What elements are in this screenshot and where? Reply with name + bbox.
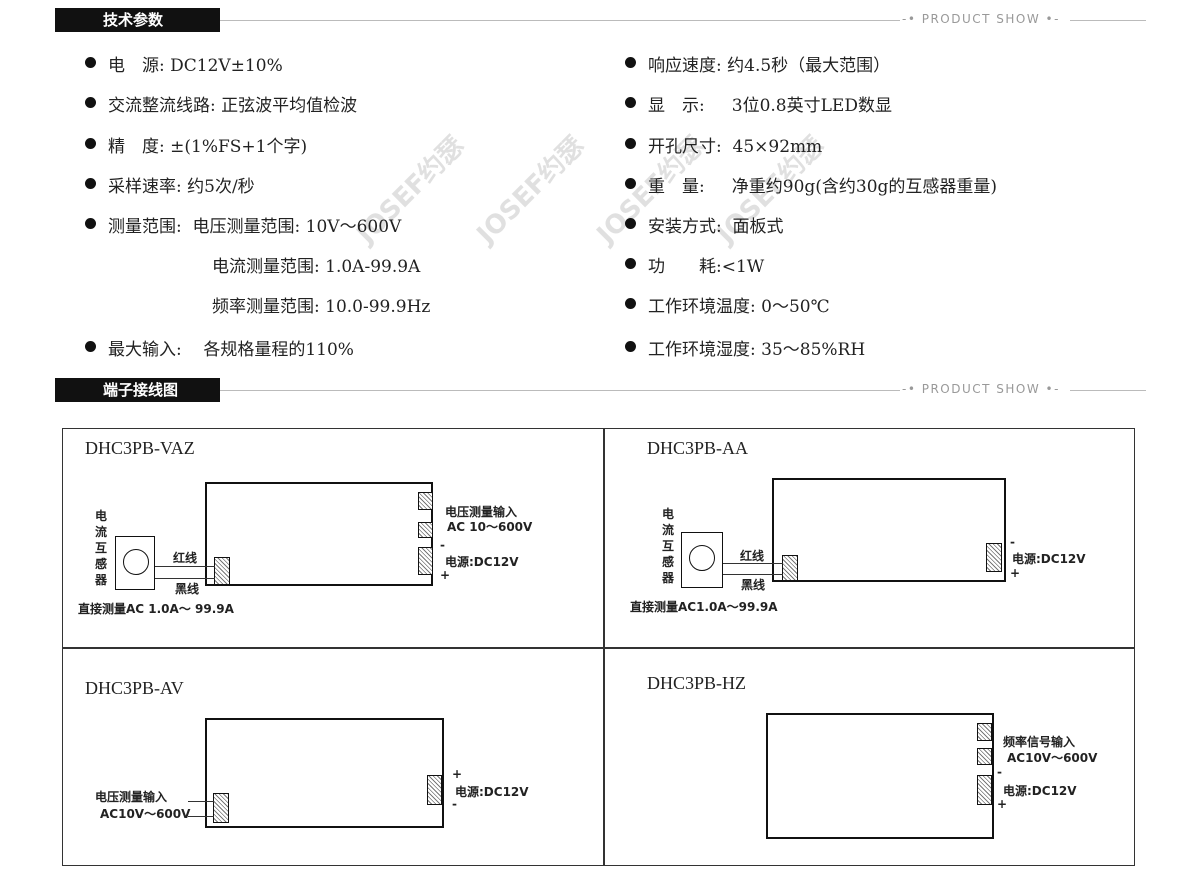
terminal-icon <box>418 522 433 538</box>
power-label: 电源:DC12V <box>455 785 529 799</box>
bullet-icon <box>625 57 636 68</box>
voltage-range-label: AC10V～600V <box>1007 751 1098 765</box>
divider <box>1070 390 1146 391</box>
bullet-icon <box>625 138 636 149</box>
divider <box>220 390 900 391</box>
spec-range-current: 电流测量范围: 1.0A-99.9A <box>212 257 421 277</box>
section-header-tech: 技术参数 <box>55 8 220 32</box>
wire <box>723 574 783 575</box>
bullet-icon <box>625 97 636 108</box>
bullet-icon <box>85 341 96 352</box>
terminal-icon <box>977 775 992 805</box>
bullet-icon <box>625 178 636 189</box>
diagram-title: DHC3PB-AA <box>647 438 749 458</box>
bullet-icon <box>85 178 96 189</box>
meter-body <box>766 713 994 839</box>
diagram-title: DHC3PB-HZ <box>647 673 747 693</box>
voltage-input-label: 电压测量输入 <box>95 790 168 804</box>
spec-max-input: 最大输入: 各规格量程的110% <box>108 340 354 360</box>
spec-rectifier: 交流整流线路: 正弦波平均值检波 <box>108 96 358 116</box>
bullet-icon <box>625 341 636 352</box>
wire <box>188 801 214 802</box>
meter-body <box>205 482 433 586</box>
terminal-icon <box>986 543 1002 572</box>
bullet-icon <box>85 97 96 108</box>
spec-cutout: 开孔尺寸: 45×92mm <box>648 137 823 157</box>
spec-sample-rate: 采样速率: 约5次/秒 <box>108 177 255 197</box>
ct-label: 电流互感器 <box>662 507 675 585</box>
current-transformer-icon <box>681 532 723 588</box>
watermark: JOSEF约瑟 <box>471 130 591 250</box>
diagram-title: DHC3PB-VAZ <box>85 438 195 458</box>
voltage-input-label: 电压测量输入 <box>445 505 518 519</box>
ct-label: 电流互感器 <box>95 509 108 587</box>
divider <box>220 20 900 21</box>
plus-label: + <box>452 767 463 781</box>
spec-power: 电 源: DC12V±10% <box>108 56 283 76</box>
spec-mounting: 安装方式: 面板式 <box>648 217 784 237</box>
power-label: 电源:DC12V <box>1012 552 1086 566</box>
minus-label: - <box>997 765 1002 779</box>
minus-label: - <box>452 797 457 811</box>
spec-weight: 重 量: 净重约90g(含约30g的互感器重量) <box>648 177 998 197</box>
terminal-icon <box>977 723 992 741</box>
spec-display: 显 示: 3位0.8英寸LED数显 <box>648 96 892 116</box>
divider <box>1070 20 1146 21</box>
current-transformer-icon <box>115 536 155 590</box>
product-show-label: -• PRODUCT SHOW •- <box>902 12 1060 26</box>
direct-measure-label: 直接测量AC1.0A～99.9A <box>630 600 778 614</box>
terminal-icon <box>782 555 798 581</box>
wire <box>155 578 215 579</box>
bullet-icon <box>625 218 636 229</box>
direct-measure-label: 直接测量AC 1.0A～ 99.9A <box>78 602 234 616</box>
power-label: 电源:DC12V <box>445 555 519 569</box>
terminal-icon <box>214 557 230 585</box>
minus-label: - <box>440 538 445 552</box>
terminal-icon <box>213 793 229 823</box>
bullet-icon <box>85 57 96 68</box>
spec-temperature: 工作环境温度: 0～50℃ <box>648 297 830 317</box>
terminal-icon <box>977 748 992 765</box>
red-wire-label: 红线 <box>740 549 765 563</box>
terminal-icon <box>418 492 433 510</box>
section-header-wiring: 端子接线图 <box>55 378 220 402</box>
plus-label: + <box>997 797 1008 811</box>
bullet-icon <box>625 258 636 269</box>
grid-divider <box>62 647 1135 649</box>
spec-response: 响应速度: 约4.5秒（最大范围） <box>648 56 891 76</box>
diagram-title: DHC3PB-AV <box>85 678 184 698</box>
spec-range: 测量范围: 电压测量范围: 10V～600V <box>108 217 402 237</box>
terminal-icon <box>427 775 442 805</box>
wire <box>155 566 215 567</box>
voltage-range-label: AC10V～600V <box>100 807 191 821</box>
power-label: 电源:DC12V <box>1003 784 1077 798</box>
terminal-icon <box>418 547 433 575</box>
frequency-input-label: 频率信号输入 <box>1003 735 1076 749</box>
black-wire-label: 黑线 <box>741 578 766 592</box>
bullet-icon <box>625 298 636 309</box>
meter-body <box>205 718 444 828</box>
spec-range-frequency: 频率测量范围: 10.0-99.9Hz <box>212 297 431 317</box>
wire <box>188 816 214 817</box>
red-wire-label: 红线 <box>173 551 198 565</box>
plus-label: + <box>1010 566 1021 580</box>
spec-humidity: 工作环境湿度: 35～85%RH <box>648 340 866 360</box>
bullet-icon <box>85 218 96 229</box>
black-wire-label: 黑线 <box>175 582 200 596</box>
product-show-label: -• PRODUCT SHOW •- <box>902 382 1060 396</box>
voltage-range-label: AC 10～600V <box>447 520 533 534</box>
spec-consumption: 功 耗:<1W <box>648 257 765 277</box>
plus-label: + <box>440 568 451 582</box>
wire <box>723 563 783 564</box>
spec-accuracy: 精 度: ±(1%FS+1个字) <box>108 137 308 157</box>
bullet-icon <box>85 138 96 149</box>
minus-label: - <box>1010 535 1015 549</box>
meter-body <box>772 478 1006 582</box>
